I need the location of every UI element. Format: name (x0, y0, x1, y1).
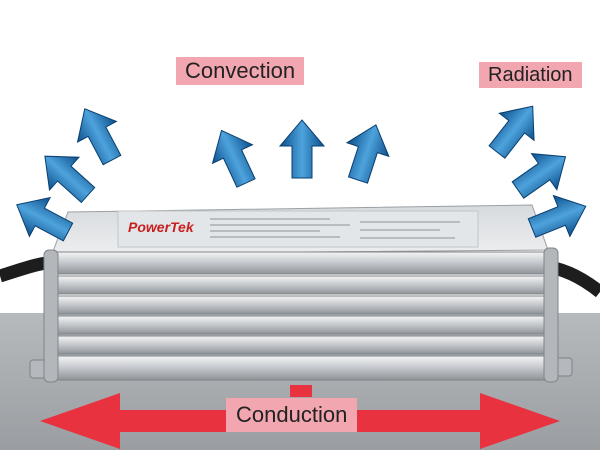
label-fine-print (210, 218, 460, 239)
convection-arrow-icon (201, 120, 267, 193)
end-cap-left (43, 249, 59, 383)
convection-arrow-icon (336, 117, 398, 188)
radiation-arrow-icon (504, 138, 579, 209)
radiation-label: Radiation (479, 62, 582, 88)
end-cap-right (543, 247, 559, 383)
label-sticker (117, 210, 479, 248)
convection-arrow-icon (279, 119, 325, 179)
heat-sink-fins (49, 251, 553, 381)
convection-arrows (201, 117, 398, 193)
convection-label: Convection (176, 57, 305, 85)
conduction-label: Conduction (226, 398, 358, 432)
brand-logo: PowerTek (128, 219, 195, 235)
